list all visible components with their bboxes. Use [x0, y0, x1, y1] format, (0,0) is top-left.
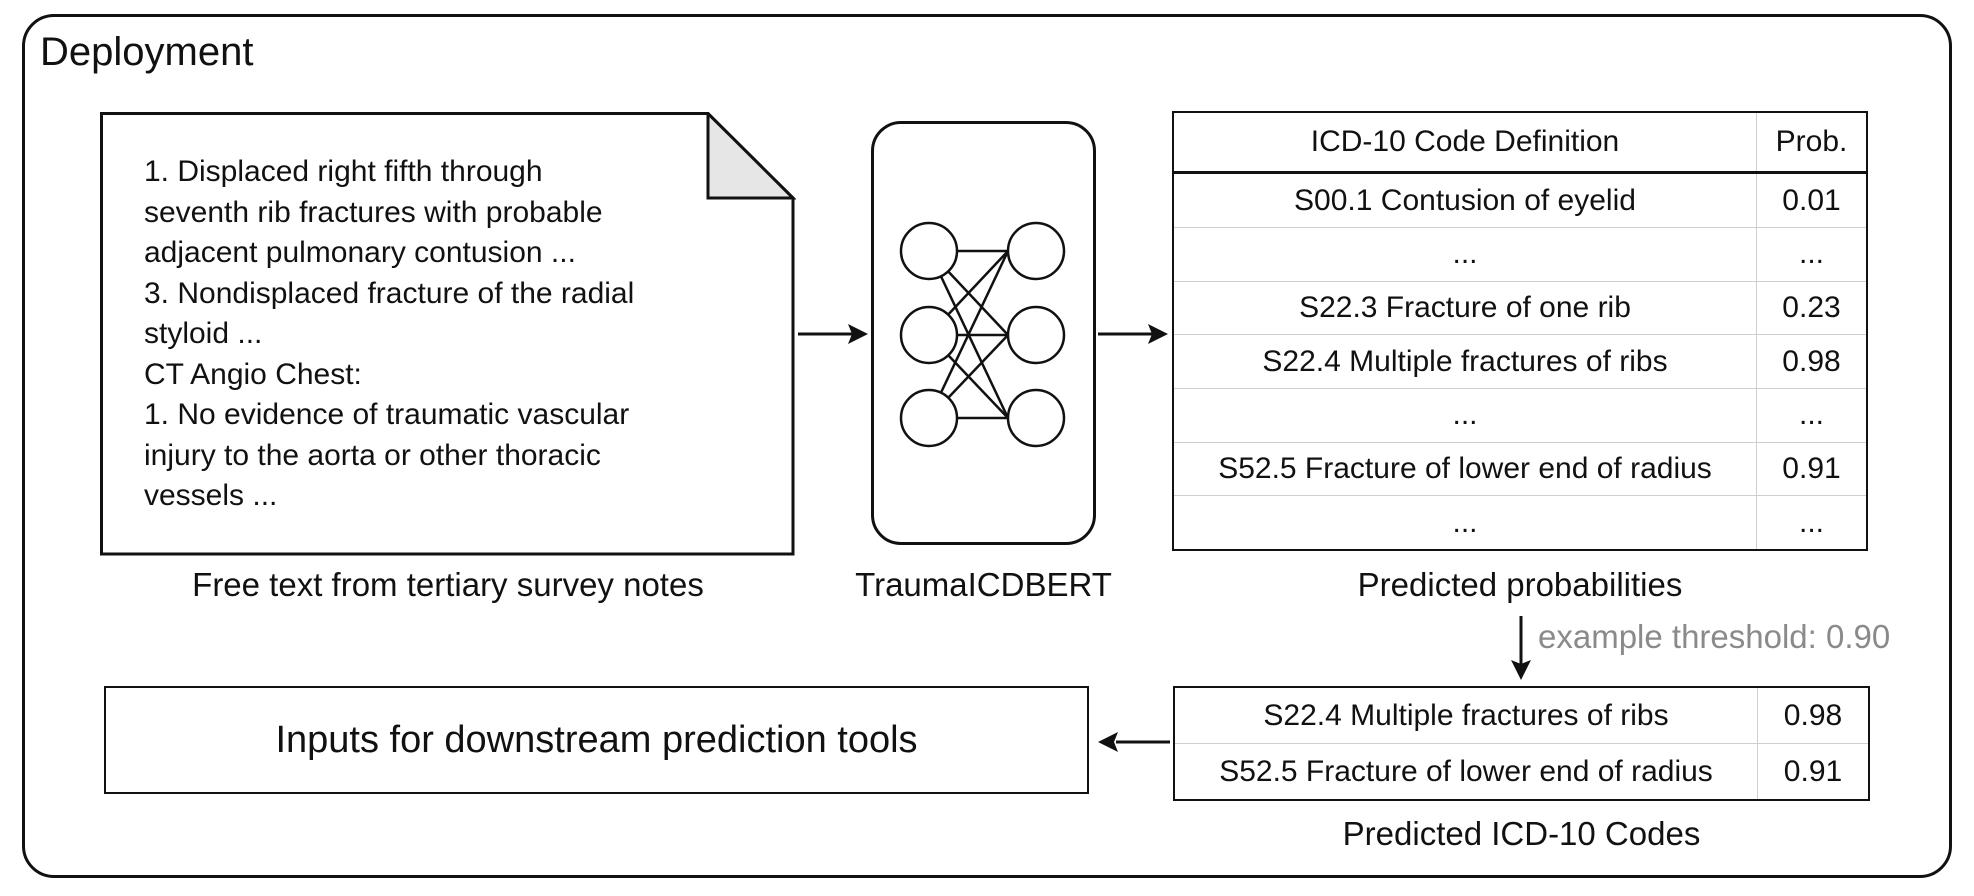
panel-title: Deployment [40, 30, 254, 74]
notes-line: seventh rib fractures with probable [144, 195, 603, 229]
column-header-prob: Prob. [1756, 112, 1867, 174]
notes-line: injury to the aorta or other thoracic [144, 438, 601, 472]
notes-line: 1. No evidence of traumatic vascular [144, 398, 630, 431]
code-definition-cell: ... [1173, 388, 1757, 443]
code-definition-cell: ... [1173, 495, 1757, 550]
table-header-row: ICD-10 Code Definition Prob. [1173, 112, 1867, 174]
downstream-tools-box: Inputs for downstream prediction tools [104, 686, 1089, 794]
table-row: S22.4 Multiple fractures of ribs 0.98 [1173, 334, 1867, 389]
downstream-label: Inputs for downstream prediction tools [275, 718, 918, 761]
table-row: S22.4 Multiple fractures of ribs 0.98 [1174, 687, 1869, 744]
arrow-threshold-down [1511, 616, 1531, 680]
predicted-codes-table: S22.4 Multiple fractures of ribs 0.98 S5… [1173, 686, 1870, 801]
table-row: ... ... [1173, 388, 1867, 443]
deployment-panel [22, 14, 1952, 878]
code-definition-cell: ... [1173, 227, 1757, 282]
probability-table: ICD-10 Code Definition Prob. S00.1 Contu… [1172, 111, 1868, 551]
code-definition-cell: S00.1 Contusion of eyelid [1173, 172, 1757, 229]
table-row: ... ... [1173, 227, 1867, 282]
table-row: S00.1 Contusion of eyelid 0.01 [1173, 172, 1867, 229]
table-row: S52.5 Fracture of lower end of radius 0.… [1174, 743, 1869, 800]
probability-cell: ... [1756, 227, 1867, 282]
probability-cell: 0.01 [1756, 172, 1867, 229]
probability-cell: 0.91 [1756, 442, 1867, 497]
notes-line: vessels ... [144, 479, 278, 512]
code-definition-cell: S22.3 Fracture of one rib [1173, 281, 1757, 336]
notes-caption: Free text from tertiary survey notes [192, 566, 704, 603]
probabilities-caption: Predicted probabilities [1357, 566, 1683, 603]
notes-line: 1. Displaced right fifth through [144, 155, 543, 188]
table-row: S52.5 Fracture of lower end of radius 0.… [1173, 442, 1867, 497]
notes-document: 1. Displaced right fifth through seventh… [100, 112, 796, 556]
threshold-label: example threshold: 0.90 [1538, 618, 1891, 655]
probability-cell: 0.91 [1783, 754, 1843, 788]
probability-cell: 0.98 [1756, 334, 1867, 389]
probability-cell: ... [1798, 505, 1824, 539]
code-definition-cell: S52.5 Fracture of lower end of radius [1174, 743, 1758, 800]
code-definition-cell: S52.5 Fracture of lower end of radius [1173, 442, 1757, 497]
model-caption: TraumaICDBERT [855, 566, 1112, 603]
table-row: S22.3 Fracture of one rib 0.23 [1173, 281, 1867, 336]
probability-cell: 0.98 [1757, 687, 1869, 744]
code-definition-cell: S22.4 Multiple fractures of ribs [1173, 334, 1757, 389]
notes-line: styloid ... [144, 317, 263, 350]
document-shape [100, 112, 796, 556]
probability-cell: 0.23 [1756, 281, 1867, 336]
table-row: ... ... [1173, 495, 1867, 550]
arrow-model-to-probabilities [1098, 324, 1168, 344]
code-definition-cell: S22.4 Multiple fractures of ribs [1174, 687, 1758, 744]
notes-line: adjacent pulmonary contusion ... [144, 236, 576, 269]
arrow-codes-to-downstream [1098, 732, 1170, 752]
column-header-definition: ICD-10 Code Definition [1173, 112, 1757, 174]
notes-text: 1. Displaced right fifth through seventh… [144, 152, 744, 517]
notes-line: 3. Nondisplaced fracture of the radial [144, 276, 635, 310]
neural-network-icon [899, 221, 1066, 448]
notes-line: CT Angio Chest: [144, 357, 362, 391]
predicted-codes-caption: Predicted ICD-10 Codes [1342, 815, 1701, 852]
probability-cell: ... [1756, 388, 1867, 443]
arrow-notes-to-model [798, 324, 868, 344]
model-box [871, 121, 1096, 545]
